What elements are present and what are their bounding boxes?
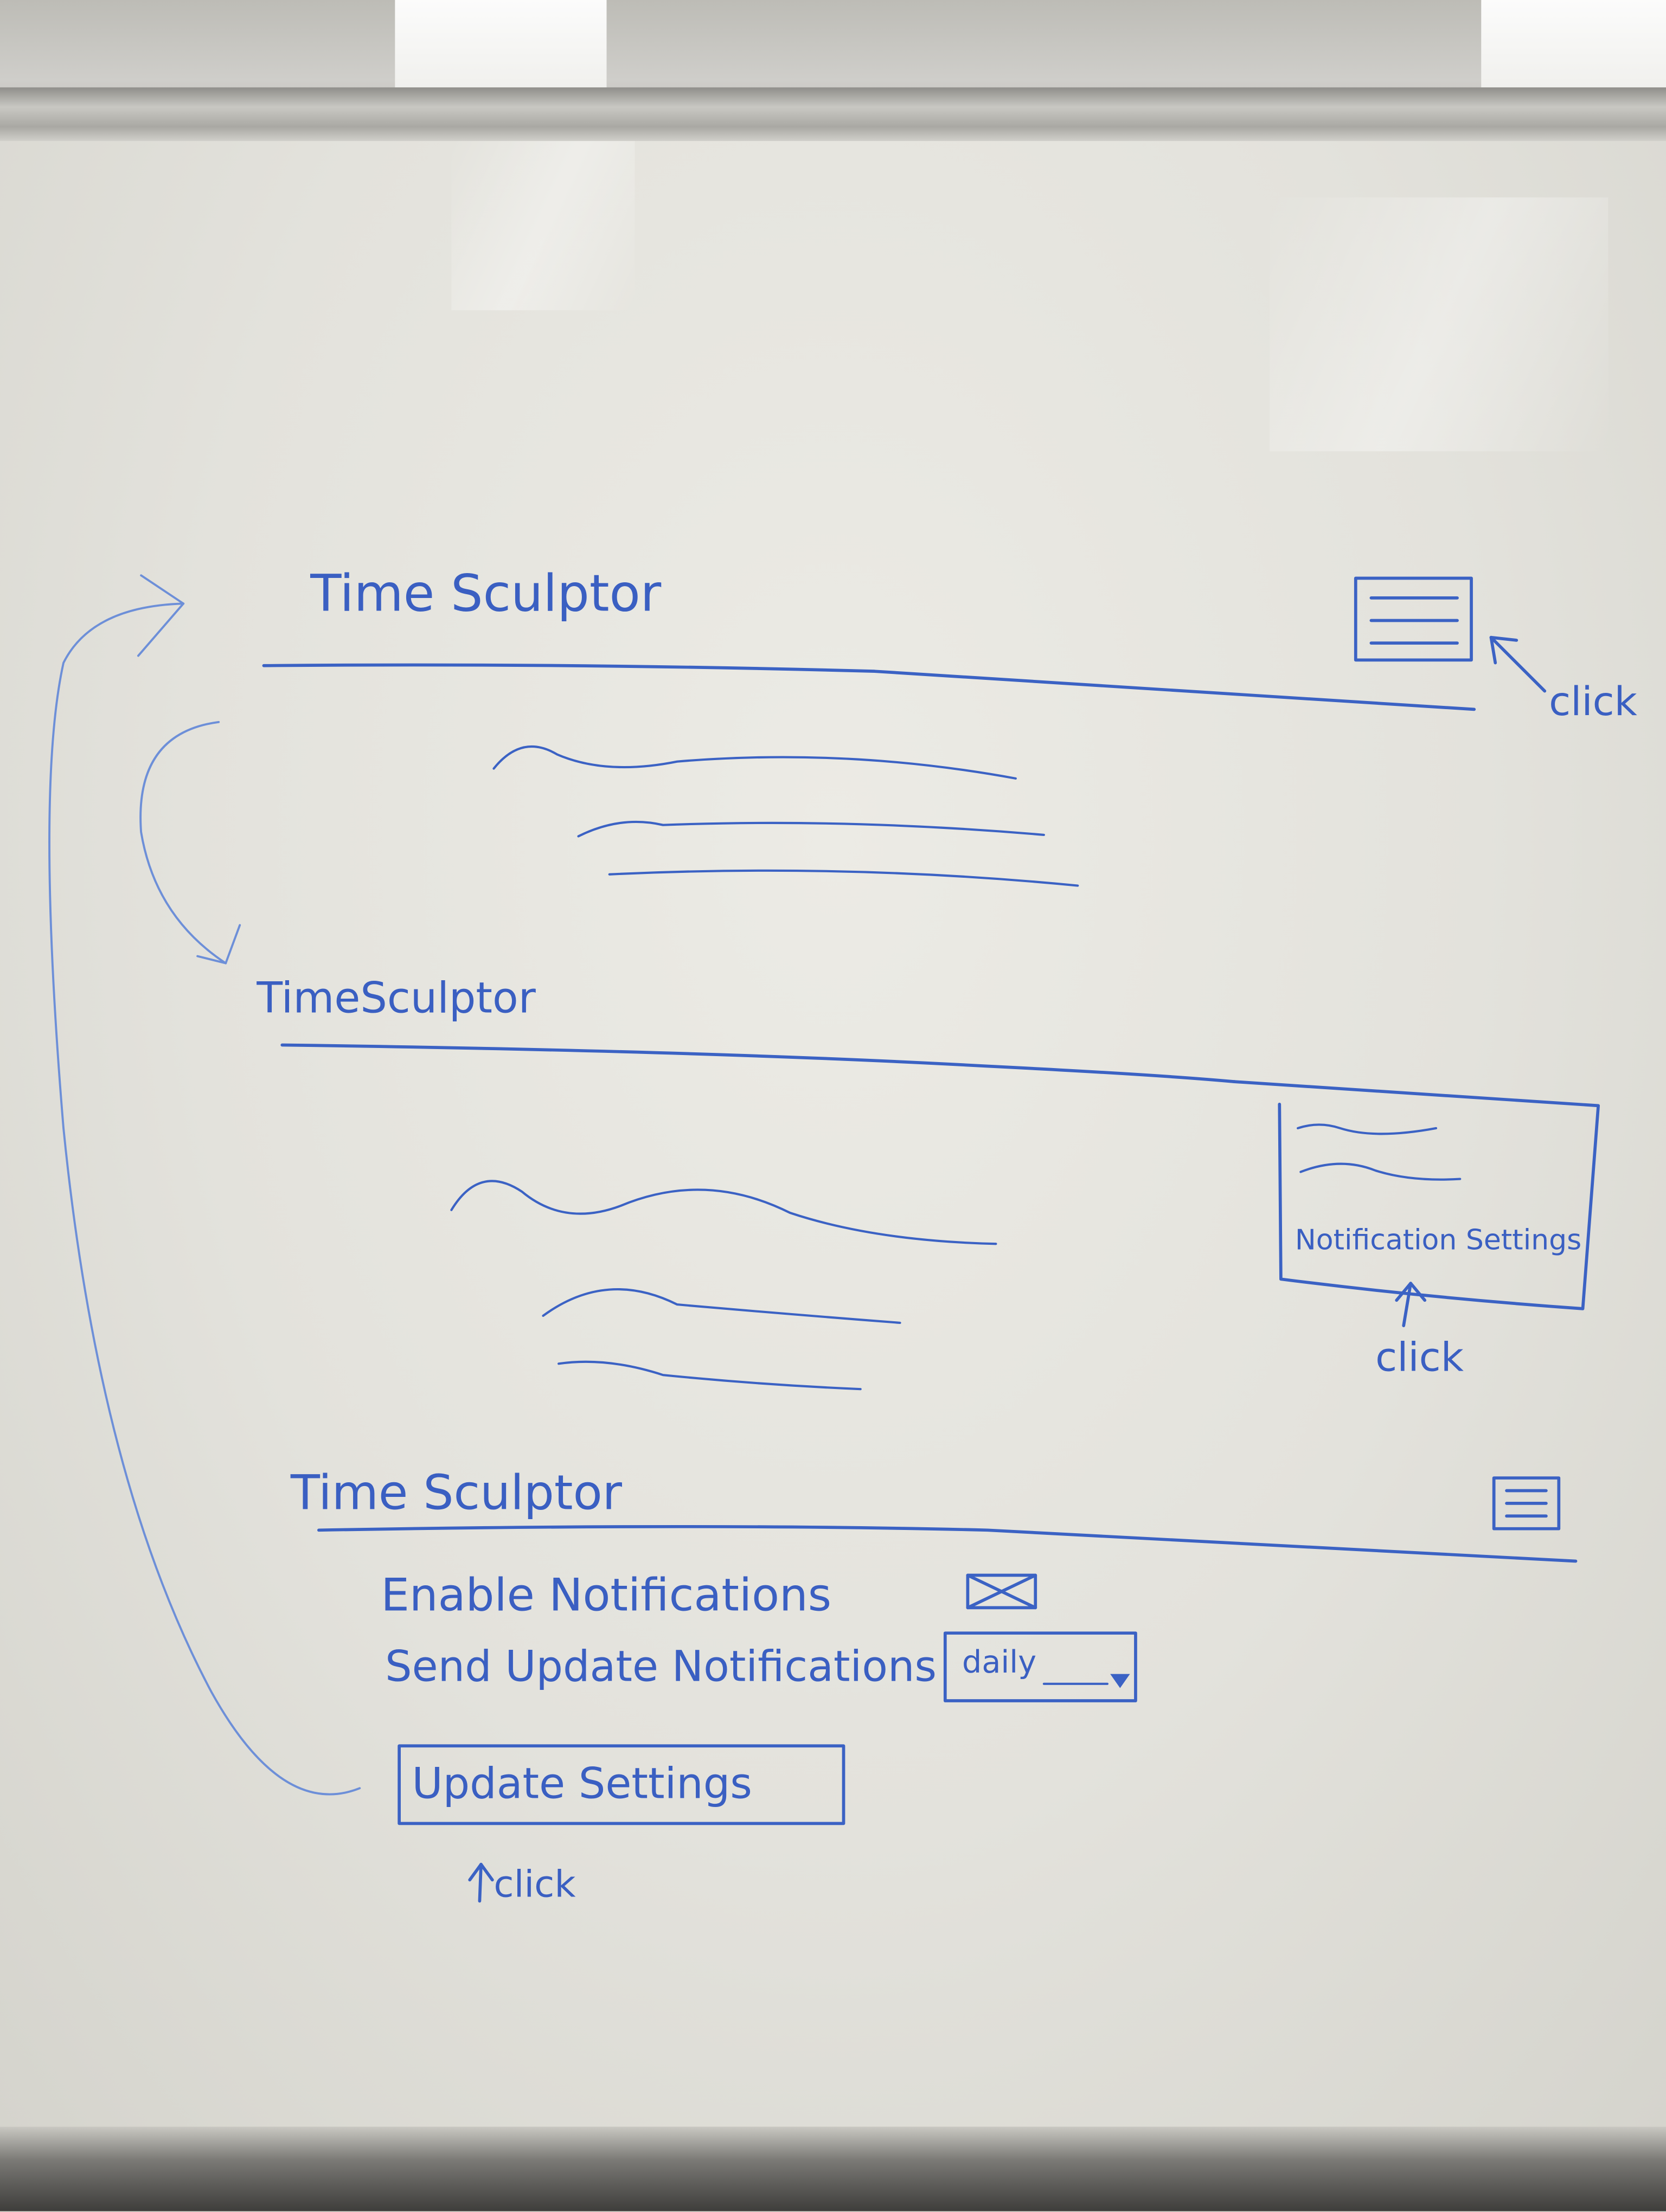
flow-arrow (139, 721, 227, 964)
click-arrow-icon (1395, 1282, 1427, 1327)
screen2-click-note: click (1375, 1334, 1464, 1380)
frequency-select[interactable]: daily (943, 1631, 1137, 1702)
screen2-header-rule (280, 1043, 1236, 1083)
update-settings-button[interactable]: Update Settings (398, 1744, 845, 1825)
ceiling-light (395, 0, 607, 88)
hamburger-menu-icon[interactable] (1354, 576, 1473, 662)
checked-box-icon[interactable] (966, 1573, 1037, 1610)
notification-settings-menu-item[interactable]: Notification Settings (1295, 1224, 1581, 1257)
screen3-app-title: Time Sculptor (290, 1464, 623, 1520)
content-line (577, 820, 1045, 838)
chevron-down-icon (1110, 1674, 1130, 1688)
click-arrow-icon (1489, 635, 1547, 693)
screen2-mockup: TimeSculptor Notification Settings click (256, 974, 1600, 1391)
board-frame-top (0, 87, 1666, 144)
return-flow-arrow (48, 574, 361, 1796)
screen1-mockup: Time Sculptor click (139, 564, 1637, 964)
board-frame-bottom (0, 2126, 1666, 2211)
update-settings-button-label: Update Settings (412, 1760, 752, 1809)
content-line (492, 745, 1017, 780)
glare (1270, 197, 1609, 452)
content-line (542, 1288, 901, 1324)
screen3-click-note: click (494, 1863, 575, 1906)
glare (451, 141, 635, 311)
screen1-header-rule (262, 663, 1476, 711)
click-arrow-icon (468, 1862, 494, 1903)
content-line (608, 869, 1079, 887)
frequency-select-value: daily (962, 1644, 1036, 1680)
content-line (557, 1360, 862, 1391)
screen2-app-title: TimeSculptor (256, 974, 536, 1023)
screen1-click-note: click (1549, 679, 1637, 725)
screen3-header-rule (317, 1525, 1578, 1563)
screen1-app-title: Time Sculptor (310, 564, 662, 623)
content-line (450, 1180, 997, 1245)
enable-notifications-label: Enable Notifications (381, 1569, 831, 1622)
dropdown-menu: Notification Settings (1233, 1080, 1600, 1310)
send-update-notifications-label: Send Update Notifications (385, 1643, 937, 1692)
ceiling-light (1481, 0, 1666, 88)
hamburger-menu-icon[interactable] (1492, 1476, 1561, 1531)
screen3-mockup: Time Sculptor Enable Notifications Send … (290, 1464, 1578, 1906)
